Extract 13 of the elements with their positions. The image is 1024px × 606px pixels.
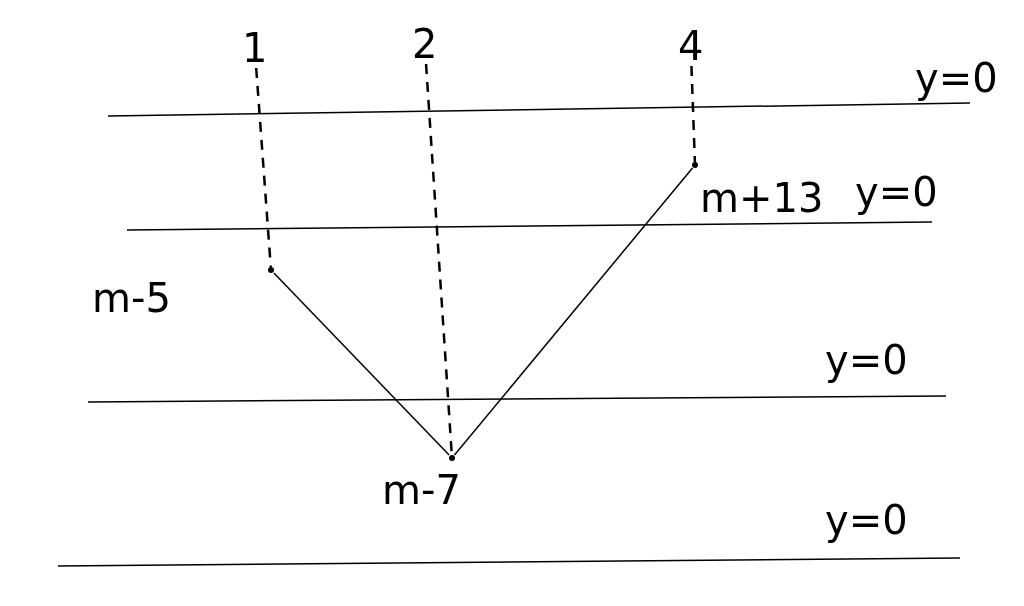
vertex-point (449, 455, 455, 461)
graph-line (273, 272, 450, 456)
dashed-line (254, 67, 273, 268)
line-number-label: 1 (242, 28, 268, 68)
vertex-point (692, 162, 698, 168)
graph-line (453, 167, 694, 456)
dashed-line (690, 65, 697, 163)
line-number-label: 2 (412, 24, 438, 64)
value-label: m-5 (92, 278, 171, 318)
value-label: m-7 (382, 470, 461, 510)
line-number-label: 4 (678, 26, 704, 66)
vertex-point (268, 267, 274, 273)
value-label: m+13 (700, 178, 824, 218)
